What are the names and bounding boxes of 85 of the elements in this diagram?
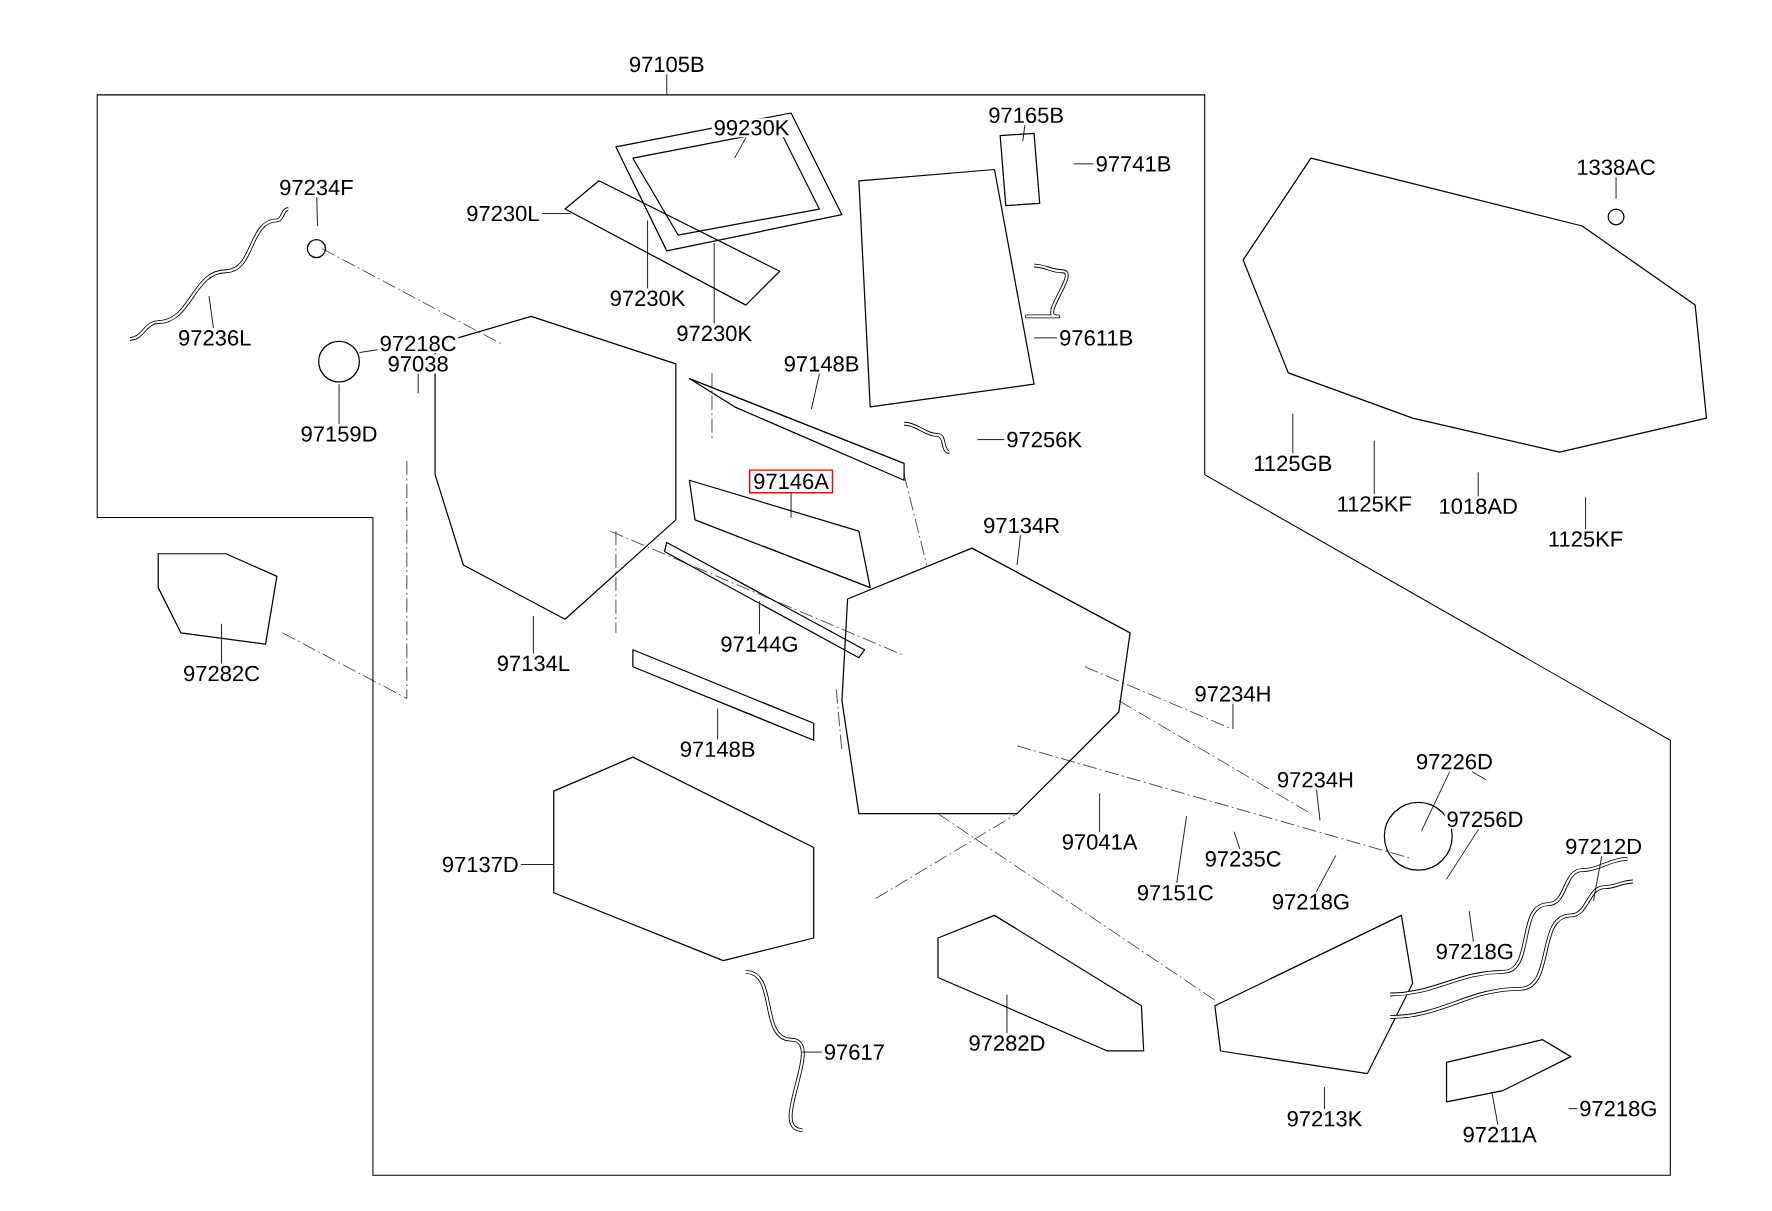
part-number: 97148B (678, 739, 758, 759)
leader-line (1477, 471, 1479, 497)
part-number: 97137D (440, 854, 521, 874)
leader-line (1593, 855, 1603, 901)
leader-line (1099, 792, 1101, 833)
part-number: 97235C (1202, 849, 1284, 869)
leader-line (1033, 337, 1058, 339)
leader-line (1585, 496, 1586, 530)
part-number: 97144G (718, 634, 801, 654)
part-number: 97282C (181, 663, 262, 683)
part-number: 97148B (781, 354, 862, 374)
leader-line (208, 295, 214, 329)
leader-line (759, 600, 760, 635)
leader-line (1373, 440, 1375, 495)
part-number: 97234H (1192, 684, 1274, 704)
leader-line (1006, 993, 1008, 1034)
part-number: 97218G (1270, 892, 1352, 912)
part-number: 1125KF (1334, 494, 1414, 514)
leader-line (1471, 770, 1487, 780)
leader-line (1022, 124, 1026, 142)
leader-line (221, 623, 222, 664)
leader-line (790, 492, 792, 518)
highlighted-part-number: 97146A (749, 469, 834, 494)
leader-line (1233, 831, 1241, 850)
leader-line (1491, 1091, 1499, 1125)
leader-line (713, 242, 715, 324)
leader-line (532, 615, 534, 654)
part-number: 97212D (1563, 836, 1644, 856)
part-number: 97282D (966, 1033, 1048, 1053)
part-number: 97256D (1444, 809, 1526, 829)
leader-line (1073, 163, 1094, 165)
part-number: 97234F (277, 177, 356, 197)
leader-line (1324, 1086, 1325, 1110)
leader-line (1421, 770, 1451, 831)
part-number: 97230K (607, 288, 688, 308)
leader-line (647, 219, 648, 289)
part-number: 97234H (1275, 770, 1356, 790)
part-number: 97218G (1577, 1098, 1660, 1118)
leader-line (666, 73, 668, 96)
part-number: 97165B (986, 105, 1066, 125)
part-number: 97151C (1135, 883, 1216, 903)
leader-line (977, 438, 1005, 440)
leader-line (1468, 910, 1474, 942)
part-number: 97211A (1460, 1124, 1539, 1144)
leader-line (1232, 703, 1234, 730)
leader-line (717, 707, 719, 740)
part-number: 97105B (627, 54, 707, 74)
leader-line (541, 212, 572, 214)
part-number: 97134R (981, 515, 1062, 535)
leader-line (338, 383, 340, 425)
part-number: 97134L (495, 653, 572, 673)
leader-line (316, 196, 319, 227)
part-number: 1125KF (1546, 529, 1625, 549)
part-number: 97236L (176, 328, 254, 348)
leader-line (1016, 534, 1021, 566)
leader-line (1176, 815, 1188, 884)
part-number: 97041A (1060, 832, 1140, 852)
leader-line (358, 349, 378, 353)
part-number: 97226D (1414, 751, 1495, 771)
part-number: 97617 (822, 1042, 887, 1062)
part-number: 97256K (1004, 429, 1084, 449)
part-number: 97741B (1093, 154, 1174, 174)
leader-line (1292, 412, 1294, 454)
part-number: 97611B (1057, 328, 1135, 348)
leader-line (1316, 789, 1321, 821)
leader-line (1568, 1107, 1578, 1109)
part-number: 97230L (464, 203, 542, 223)
leader-line (1315, 854, 1337, 893)
leader-line (811, 373, 820, 410)
part-number: 1018AD (1436, 496, 1520, 516)
part-number: 1338AC (1574, 157, 1658, 177)
leader-line (417, 373, 419, 394)
leader-line (801, 1051, 823, 1053)
part-number: 1125GB (1251, 453, 1335, 473)
part-number: 97038 (385, 354, 451, 374)
part-number: 97213K (1284, 1109, 1365, 1129)
part-number: 97159D (298, 424, 380, 444)
part-number: 97218C (377, 333, 459, 353)
leader-line (520, 863, 555, 865)
leader-line (1446, 828, 1480, 880)
leader-line (734, 136, 747, 159)
part-number: 97218G (1433, 941, 1516, 961)
part-number: 97230K (674, 323, 754, 343)
part-number: 99230K (711, 117, 792, 137)
leader-line (1615, 176, 1617, 200)
